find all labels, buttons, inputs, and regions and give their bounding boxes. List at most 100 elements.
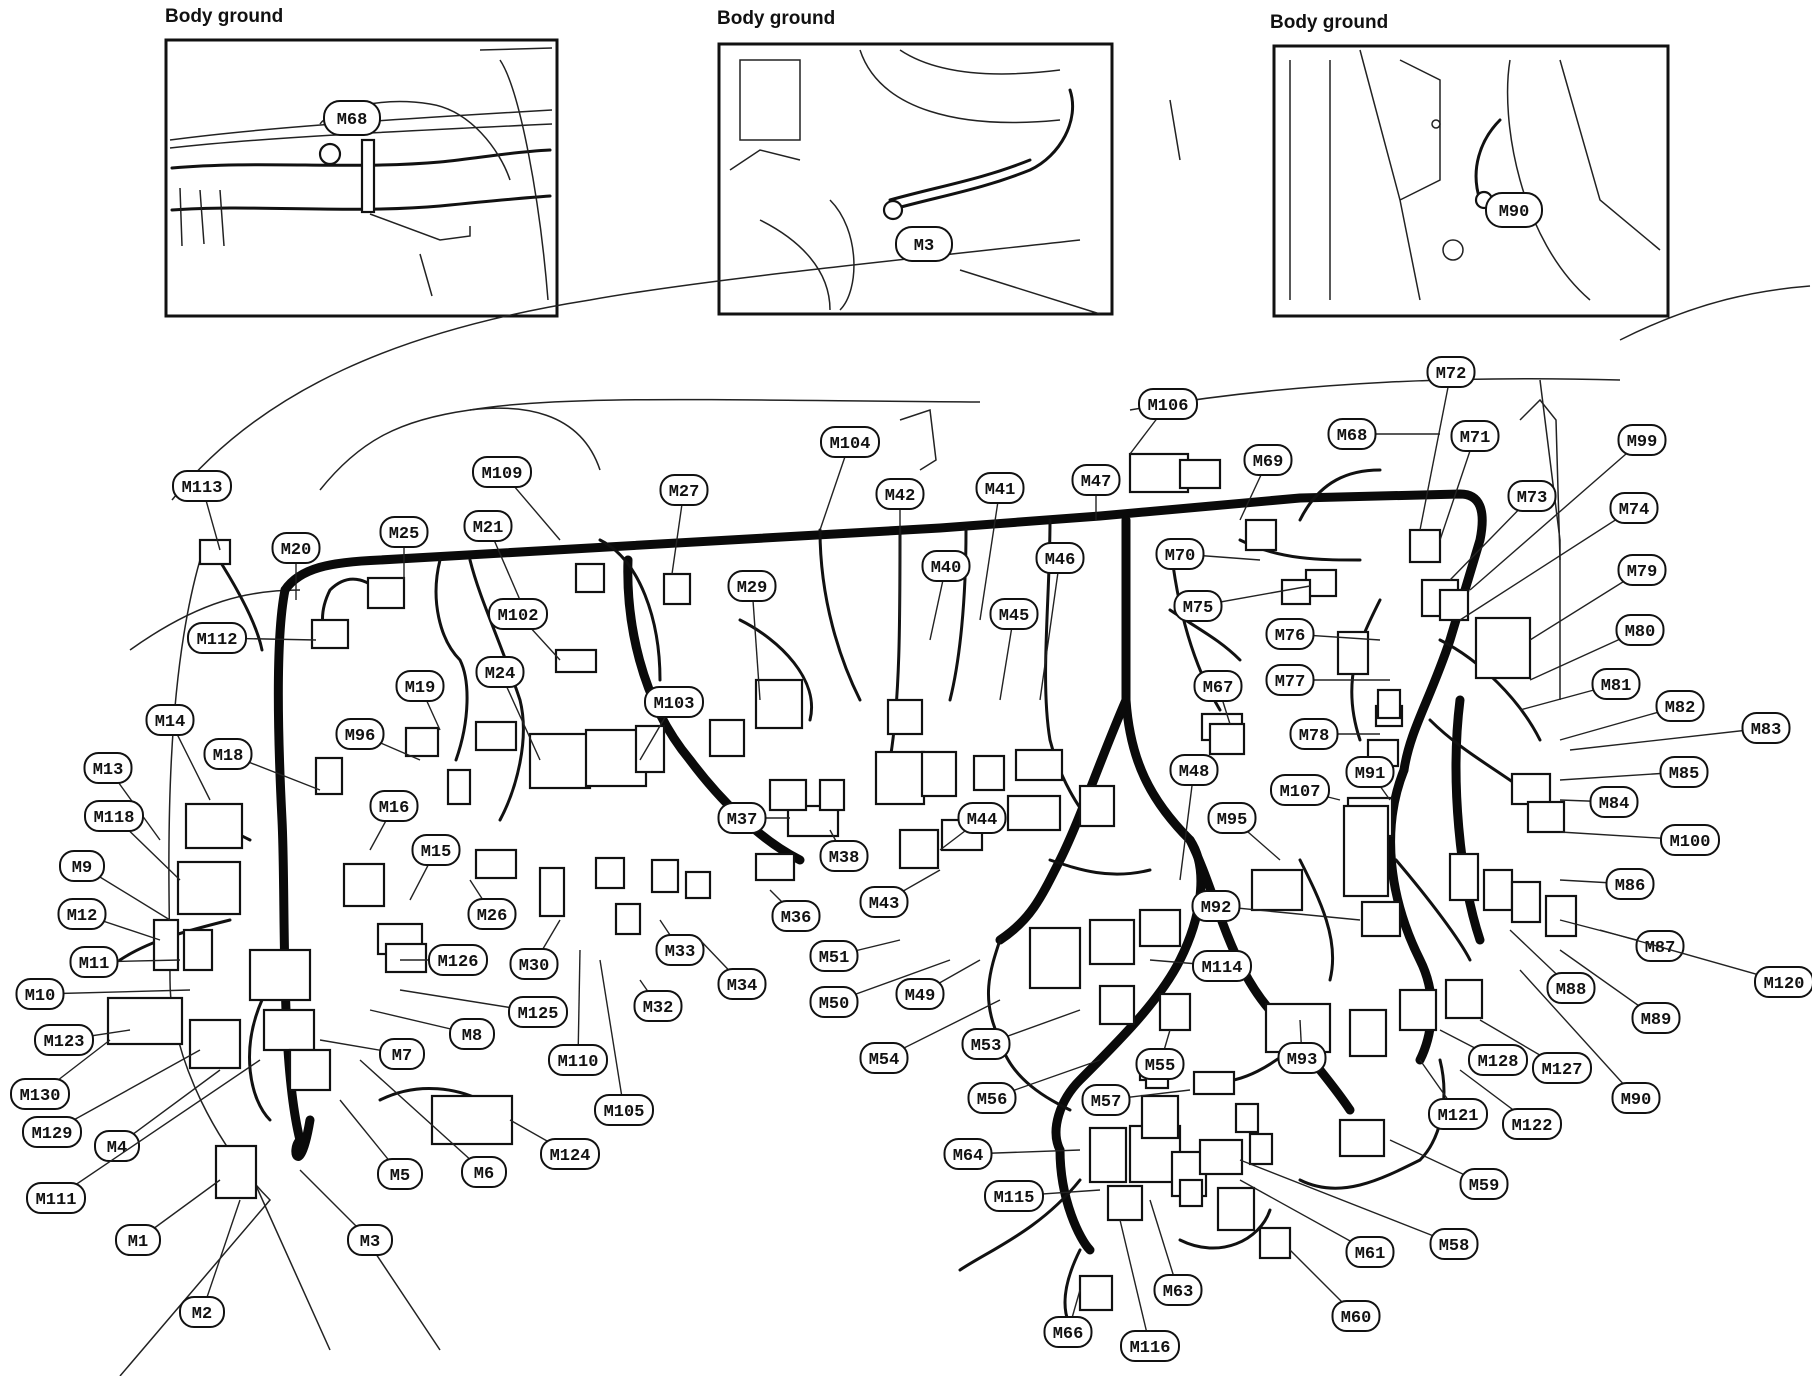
label-text: M20 xyxy=(281,541,312,560)
connector-label: M50 xyxy=(809,986,859,1018)
label-text: M38 xyxy=(829,849,860,868)
connector-label: M127 xyxy=(1532,1052,1592,1084)
label-bubble xyxy=(1277,1042,1327,1074)
connector-label: M44 xyxy=(957,802,1007,834)
label-text: M111 xyxy=(36,1191,77,1210)
panel-title-3: Body ground xyxy=(1270,12,1388,33)
label-bubble xyxy=(1035,542,1085,574)
label-bubble xyxy=(875,478,925,510)
label-text: M56 xyxy=(977,1091,1008,1110)
label-bubble xyxy=(508,996,568,1028)
label-text: M8 xyxy=(462,1027,482,1046)
label-text: M116 xyxy=(1130,1339,1171,1358)
branch-wires xyxy=(118,468,1562,1342)
label-text: M5 xyxy=(390,1167,410,1186)
label-bubble xyxy=(1327,418,1377,450)
connector-label: M7 xyxy=(379,1038,425,1070)
connector-label: M49 xyxy=(895,978,945,1010)
connector-label: M124 xyxy=(540,1138,600,1170)
label-bubble xyxy=(1270,774,1330,806)
leader-line xyxy=(1569,727,1767,751)
connector-label: M41 xyxy=(975,472,1025,504)
label-text: M64 xyxy=(953,1147,984,1166)
label-bubble xyxy=(26,1182,86,1214)
panel-title-2: Body ground xyxy=(717,8,835,29)
label-bubble xyxy=(1617,554,1667,586)
connector-label: M68 xyxy=(1327,418,1377,450)
label-text: M86 xyxy=(1615,877,1646,896)
panel-callout: M90 xyxy=(1485,192,1543,228)
leader-line xyxy=(359,1059,485,1173)
label-bubble xyxy=(820,426,880,458)
label-bubble xyxy=(1502,1108,1562,1140)
connector-label: M46 xyxy=(1035,542,1085,574)
label-bubble xyxy=(1631,1002,1681,1034)
connector-label: M57 xyxy=(1081,1084,1131,1116)
label-bubble xyxy=(1609,492,1659,524)
label-bubble xyxy=(1207,802,1257,834)
label-text: M26 xyxy=(477,907,508,926)
label-text: M54 xyxy=(869,1051,900,1070)
connector-label: M122 xyxy=(1502,1108,1562,1140)
label-text: M123 xyxy=(44,1033,85,1052)
connector-label: M95 xyxy=(1207,802,1257,834)
leader-line xyxy=(1419,371,1452,531)
label-text: M7 xyxy=(392,1047,412,1066)
detail-panel-1: Body ground xyxy=(164,6,559,318)
connector-label: M19 xyxy=(395,670,445,702)
label-bubble xyxy=(488,598,548,630)
connector-label: M38 xyxy=(819,840,869,872)
label-text: M84 xyxy=(1599,795,1630,814)
label-bubble xyxy=(1459,1168,1509,1200)
label-bubble xyxy=(859,1042,909,1074)
connector-label: M36 xyxy=(771,900,821,932)
label-text: M4 xyxy=(107,1139,127,1158)
label-bubble xyxy=(1120,1330,1180,1362)
label-bubble xyxy=(1153,1274,1203,1306)
label-text: M13 xyxy=(93,761,124,780)
label-bubble xyxy=(1193,670,1243,702)
label-bubble xyxy=(172,470,232,502)
label-text: M73 xyxy=(1517,489,1548,508)
label-text: M83 xyxy=(1751,721,1782,740)
label-bubble xyxy=(145,704,195,736)
label-bubble xyxy=(717,968,767,1000)
label-text: M51 xyxy=(819,949,850,968)
connector-label: M63 xyxy=(1153,1274,1203,1306)
label-text: M95 xyxy=(1217,811,1248,830)
label-bubble xyxy=(1289,718,1339,750)
label-text: M70 xyxy=(1165,547,1196,566)
connector-label: M123 xyxy=(34,1024,94,1056)
label-bubble xyxy=(22,1116,82,1148)
connector-label: M32 xyxy=(633,990,683,1022)
label-text: M93 xyxy=(1287,1051,1318,1070)
label-bubble xyxy=(1429,1228,1479,1260)
label-bubble xyxy=(548,1044,608,1076)
connector-label: M34 xyxy=(717,968,767,1000)
connector-label: M77 xyxy=(1265,664,1315,696)
connector-label: M116 xyxy=(1120,1330,1180,1362)
label-text: M75 xyxy=(1183,599,1214,618)
connector-label: M115 xyxy=(984,1180,1044,1212)
label-text: M124 xyxy=(550,1147,591,1166)
label-bubble xyxy=(1450,420,1500,452)
label-text: M43 xyxy=(869,895,900,914)
connector-label: M42 xyxy=(875,478,925,510)
label-text: M6 xyxy=(474,1165,494,1184)
label-bubble xyxy=(1138,388,1198,420)
connector-label: M87 xyxy=(1635,930,1685,962)
connector-label: M2 xyxy=(179,1296,225,1328)
label-bubble xyxy=(179,1296,225,1328)
label-bubble xyxy=(1192,950,1252,982)
label-bubble xyxy=(984,1180,1044,1212)
connector-label: M25 xyxy=(379,516,429,548)
label-bubble xyxy=(655,934,705,966)
label-bubble xyxy=(10,1078,70,1110)
label-text: M92 xyxy=(1201,899,1232,918)
label-bubble xyxy=(379,516,429,548)
label-bubble xyxy=(1591,668,1641,700)
label-text: M125 xyxy=(518,1005,559,1024)
label-text: M16 xyxy=(379,799,410,818)
label-bubble xyxy=(34,1024,94,1056)
